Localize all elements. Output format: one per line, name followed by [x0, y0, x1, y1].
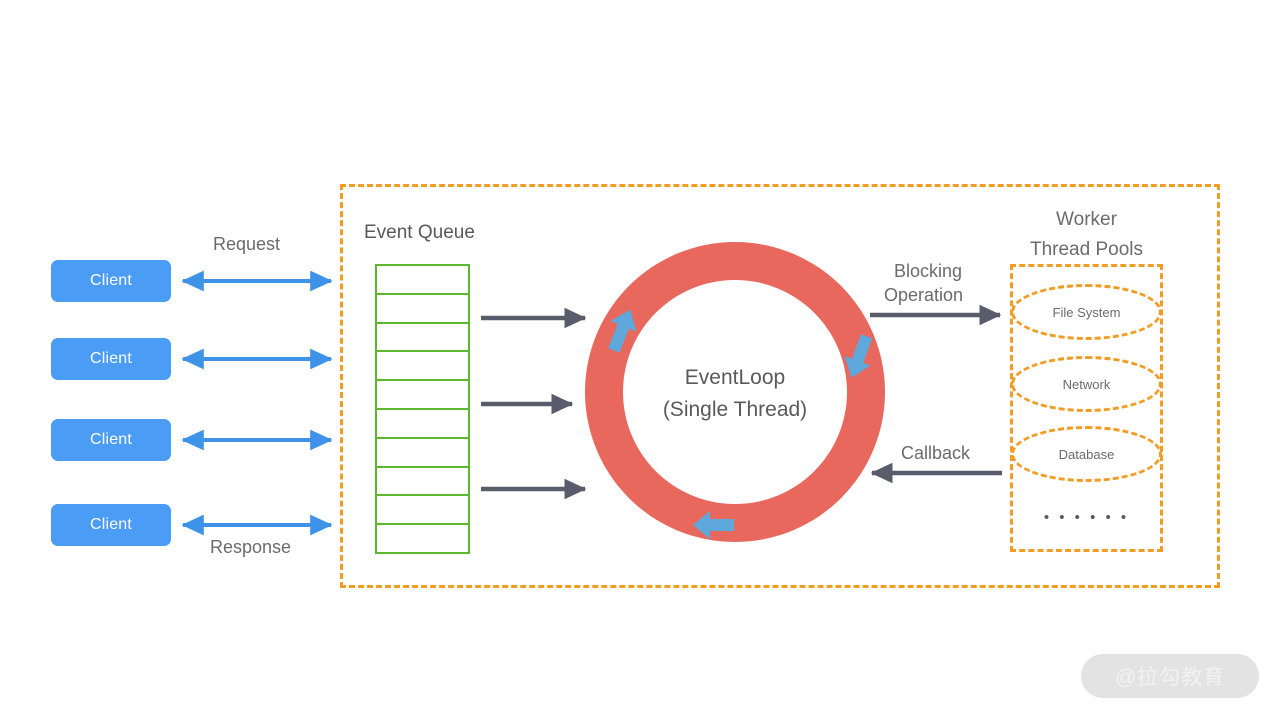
queue-cell: [377, 525, 468, 552]
worker-pool-file-system[interactable]: File System: [1011, 284, 1162, 340]
queue-cell: [377, 439, 468, 468]
queue-cell: [377, 266, 468, 295]
queue-cell: [377, 295, 468, 324]
worker-pool-label: Database: [1058, 446, 1115, 462]
worker-thread-pools-title: Worker Thread Pools: [1010, 205, 1163, 265]
worker-pool-more-indicator: • • • • • •: [1043, 509, 1130, 526]
client-label: Client: [89, 516, 133, 533]
queue-cell: [377, 496, 468, 526]
worker-pool-network[interactable]: Network: [1011, 356, 1162, 412]
client-label: Client: [89, 272, 133, 289]
worker-pools-title-line-2: Thread Pools: [1029, 239, 1143, 260]
worker-pool-label: Network: [1062, 376, 1111, 392]
client-box-1[interactable]: Client: [51, 260, 171, 302]
queue-cell: [377, 468, 468, 497]
event-loop-center: [623, 280, 847, 504]
worker-pool-database[interactable]: Database: [1011, 426, 1162, 482]
client-box-3[interactable]: Client: [51, 419, 171, 461]
callback-label: Callback: [901, 443, 971, 463]
queue-cell: [377, 410, 468, 439]
client-box-4[interactable]: Client: [51, 504, 171, 546]
event-queue: [375, 264, 470, 554]
worker-pool-label: File System: [1052, 304, 1121, 320]
client-label: Client: [89, 431, 133, 448]
system-boundary: [340, 184, 1220, 588]
queue-cell: [377, 352, 468, 382]
watermark-text: @拉勾教育: [1114, 666, 1226, 689]
queue-cell: [377, 381, 468, 410]
event-loop-label: EventLoop (Single Thread): [585, 362, 885, 426]
worker-pools-title-line-1: Worker: [1056, 209, 1117, 230]
client-label: Client: [89, 350, 133, 367]
event-queue-title: Event Queue: [364, 222, 475, 243]
blocking-operation-label-line-2: Operation: [884, 285, 964, 305]
client-box-2[interactable]: Client: [51, 338, 171, 380]
worker-thread-pool-container: [1010, 264, 1163, 552]
blocking-operation-label-line-1: Blocking: [894, 261, 963, 281]
watermark: @拉勾教育: [1081, 654, 1259, 698]
request-label: Request: [213, 234, 281, 254]
queue-cell: [377, 324, 468, 353]
event-loop-line-1: EventLoop: [684, 366, 786, 389]
event-loop-line-2: (Single Thread): [662, 398, 808, 421]
response-label: Response: [210, 537, 292, 557]
